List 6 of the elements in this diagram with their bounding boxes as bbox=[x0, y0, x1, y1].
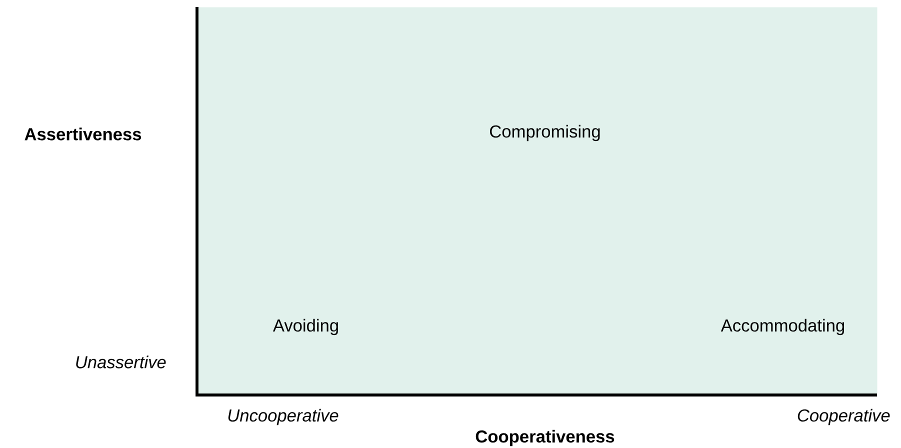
axis-title: Assertiveness bbox=[24, 128, 142, 140]
axis-title: Cooperativeness bbox=[476, 430, 614, 446]
axis-end-label: Unassertive bbox=[76, 356, 166, 368]
style-label: Accommodating bbox=[720, 318, 844, 336]
style-label: Compromising bbox=[490, 124, 600, 142]
style-label: Avoiding bbox=[272, 318, 338, 336]
